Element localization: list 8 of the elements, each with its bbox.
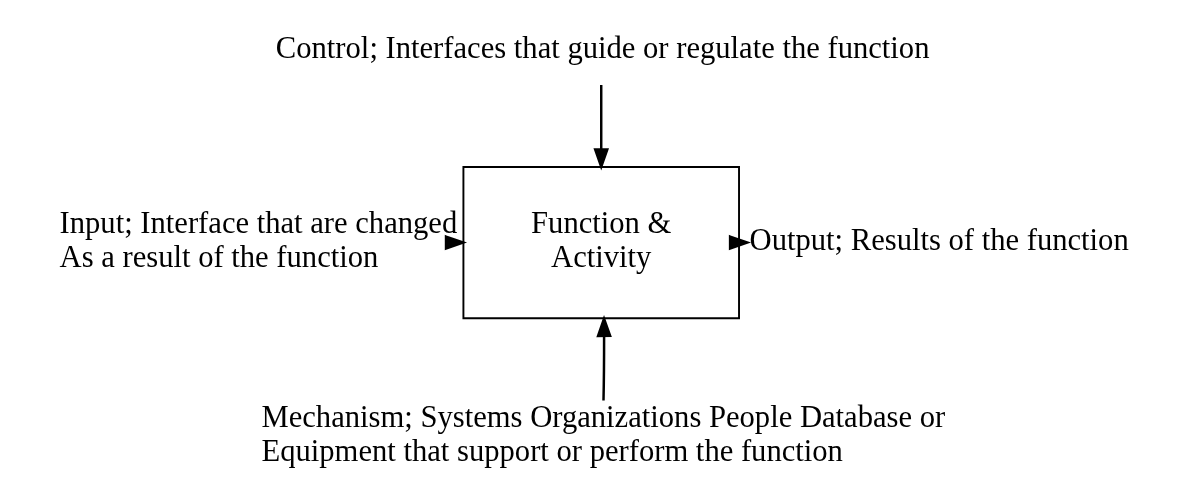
node-text: Input; Interface that are changed As a result of the function (59, 205, 457, 275)
arrow (444, 234, 467, 251)
arrow (728, 234, 751, 251)
node-text: Control; Interfaces that guide or regulate the function (275, 30, 929, 65)
arrow (595, 314, 612, 401)
node-text: Output; Results of the function (749, 222, 1129, 257)
node-text: Mechanism; Systems Organizations People Database or Equipment that support or perform the function (260, 399, 945, 469)
arrow (592, 85, 609, 171)
